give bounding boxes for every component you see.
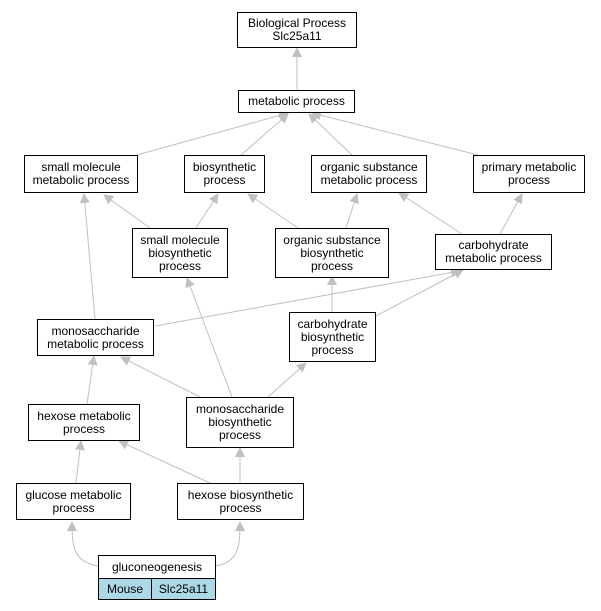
edge-monosaccharide-metabolic-to-carbohydrate-metabolic [154,267,461,327]
node-hexose-biosynthetic-line1: hexose biosynthetic [187,487,294,502]
edge-small-molecule-metabolic-to-metabolic [136,110,289,156]
node-monosaccharide-metabolic-line1: monosaccharide [51,323,140,338]
node-carbohydrate-biosynthetic-process[interactable]: carbohydrate biosynthetic process [289,312,376,362]
node-glucose-metabolic-process[interactable]: glucose metabolic process [16,483,131,520]
edge-small-molecule-biosynthetic-to-biosynthetic [195,193,219,229]
node-biosynthetic-line2: process [203,173,246,187]
gene-tag: Slc25a11 [151,578,216,600]
node-monosaccharide-metabolic-process[interactable]: monosaccharide metabolic process [37,319,154,356]
node-small-molecule-biosynthetic-process[interactable]: small molecule biosynthetic process [132,228,228,278]
node-primary-metabolic-process[interactable]: primary metabolic process [473,155,585,193]
node-organic-substance-metabolic-process[interactable]: organic substance metabolic process [311,155,427,193]
node-primary-metabolic-line1: primary metabolic [481,160,577,174]
edge-organic-substance-biosynthetic-to-biosynthetic [247,193,299,229]
node-monosaccharide-metabolic-line2: metabolic process [47,336,144,351]
node-organic-substance-biosynthetic-process[interactable]: organic substance biosynthetic process [275,228,389,278]
species-tag: Mouse [98,578,152,600]
edge-biosynthetic-to-metabolic [240,113,289,156]
edge-organic-substance-biosynthetic-to-organic-substance-metabolic [345,193,359,229]
gene-tag-label: Slc25a11 [158,582,209,596]
edge-monosaccharide-metabolic-to-small-molecule-metabolic [79,193,96,320]
node-small-molecule-metabolic-process[interactable]: small molecule metabolic process [24,155,138,193]
node-hexose-metabolic-line2: process [62,421,106,436]
node-gluconeogenesis-label: gluconeogenesis [111,559,203,574]
node-hexose-metabolic-process[interactable]: hexose metabolic process [28,404,140,441]
node-biosynthetic-line1: biosynthetic [192,160,257,174]
node-gluconeogenesis[interactable]: gluconeogenesis [98,555,216,579]
node-small-molecule-biosynthetic-line3: process [158,258,202,273]
node-metabolic-process[interactable]: metabolic process [238,90,355,113]
node-small-molecule-metabolic-line2: metabolic process [32,173,130,187]
node-organic-substance-metabolic-line2: metabolic process [320,173,418,187]
edge-primary-metabolic-to-metabolic [311,110,479,156]
node-carbohydrate-metabolic-line1: carbohydrate [458,238,529,252]
node-monosaccharide-biosynthetic-line1: monosaccharide [195,402,285,416]
edge-hexose-metabolic-to-monosaccharide-metabolic [86,355,98,405]
node-small-molecule-metabolic-line1: small molecule [41,160,121,174]
node-hexose-biosynthetic-process[interactable]: hexose biosynthetic process [177,483,304,520]
node-carbohydrate-biosynthetic-line3: process [311,342,354,357]
node-monosaccharide-biosynthetic-process[interactable]: monosaccharide biosynthetic process [186,397,294,448]
edge-monosaccharide-biosynthetic-to-small-molecule-biosynthetic [185,277,233,398]
node-root-line2: Slc25a11 [272,29,322,43]
edge-carbohydrate-biosynthetic-to-carbohydrate-metabolic [375,269,464,317]
edge-monosaccharide-biosynthetic-to-monosaccharide-metabolic [120,356,201,398]
node-hexose-metabolic-line1: hexose metabolic [37,408,131,423]
node-carbohydrate-metabolic-line2: metabolic process [445,251,542,265]
edge-organic-substance-metabolic-to-metabolic [308,113,353,156]
node-primary-metabolic-line2: process [507,173,551,187]
node-monosaccharide-biosynthetic-line3: process [218,428,262,442]
edge-gluconeogenesis-to-glucose-metabolic [67,521,99,567]
node-metabolic-process-label: metabolic process [248,94,345,108]
node-organic-substance-biosynthetic-line2: biosynthetic [300,245,364,260]
edge-hexose-biosynthetic-to-hexose-metabolic [118,440,211,484]
node-hexose-biosynthetic-line2: process [219,500,262,515]
node-organic-substance-biosynthetic-line3: process [310,258,354,273]
edge-glucose-metabolic-to-hexose-metabolic [74,440,85,484]
node-glucose-metabolic-line1: glucose metabolic [25,487,122,502]
node-root-line1: Biological Process [247,16,347,30]
node-monosaccharide-biosynthetic-line2: biosynthetic [208,415,272,429]
node-carbohydrate-metabolic-process[interactable]: carbohydrate metabolic process [435,234,552,270]
node-carbohydrate-biosynthetic-line2: biosynthetic [300,329,365,344]
node-glucose-metabolic-line2: process [52,500,95,515]
node-root[interactable]: Biological Process Slc25a11 [237,12,357,48]
species-tag-label: Mouse [106,582,144,596]
edge-carbohydrate-metabolic-to-primary-metabolic [499,193,523,235]
node-small-molecule-biosynthetic-line2: biosynthetic [148,245,212,260]
edge-carbohydrate-metabolic-to-organic-substance-metabolic [398,192,463,235]
node-small-molecule-biosynthetic-line1: small molecule [140,232,220,247]
node-biosynthetic-process[interactable]: biosynthetic process [184,155,265,193]
node-carbohydrate-biosynthetic-line1: carbohydrate [297,316,368,331]
edge-small-molecule-biosynthetic-to-small-molecule-metabolic [103,194,151,229]
edge-monosaccharide-biosynthetic-to-carbohydrate-biosynthetic [267,362,307,398]
node-organic-substance-biosynthetic-line1: organic substance [283,232,381,247]
edge-gluconeogenesis-to-hexose-biosynthetic [215,521,245,567]
node-organic-substance-metabolic-line1: organic substance [320,160,418,174]
